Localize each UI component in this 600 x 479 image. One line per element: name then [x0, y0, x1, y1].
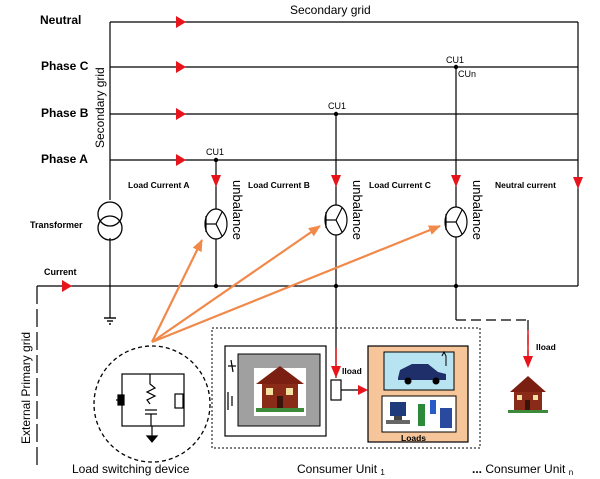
iload-n-label: Iload — [536, 342, 556, 352]
load-switching-device-label: Load switching device — [72, 462, 190, 476]
secondary-grid-label: Secondary grid — [290, 3, 371, 17]
current-label: Current — [44, 267, 77, 277]
house-icon — [254, 366, 306, 416]
phase-b-label: Phase B — [41, 106, 89, 120]
red-arrows — [62, 16, 186, 292]
iload-1-label: Iload — [342, 366, 362, 376]
unbalance-a-label: unbalance — [230, 180, 245, 240]
load-switching-device — [93, 345, 211, 463]
cu1-phase-a-label: CU1 — [206, 147, 224, 157]
switch-a — [204, 208, 228, 240]
external-primary-grid-label: External Primary grid — [19, 332, 33, 444]
cu1-phase-c-label: CU1 — [446, 55, 464, 65]
secondary-grid-vertical-label: Secondary grid — [93, 67, 107, 148]
ground-symbol — [104, 317, 116, 325]
unbalance-c-label: unbalance — [470, 180, 485, 240]
cu1-phase-b-label: CU1 — [328, 101, 346, 111]
load-current-c-label: Load Current C — [369, 180, 431, 190]
transformer-label: Transformer — [30, 220, 83, 230]
switch-c — [444, 206, 468, 238]
load-current-arrows — [211, 175, 583, 378]
junction-dots — [213, 64, 459, 289]
consumer-unit-1-label: Consumer Unit 1 — [297, 462, 385, 477]
transformer-symbol — [97, 201, 123, 241]
switch-b — [324, 204, 348, 236]
house-icon-n — [508, 376, 548, 413]
bus-lines — [36, 21, 579, 466]
cun-phase-c-label: CUn — [458, 69, 476, 79]
consumer-unit-n-subscript: n — [569, 468, 573, 477]
loads-box — [367, 345, 469, 443]
neutral-current-label: Neutral current — [495, 180, 556, 190]
loads-label: Loads — [401, 433, 426, 443]
switch-symbols — [204, 204, 468, 240]
load-current-b-label: Load Current B — [248, 180, 310, 190]
consumer-unit-1-subscript: 1 — [380, 468, 385, 477]
load-connection — [330, 379, 360, 401]
phase-c-label: Phase C — [41, 59, 89, 73]
loads-arrow — [358, 385, 368, 395]
neutral-label: Neutral — [40, 13, 81, 27]
consumer-unit-n-label: ... Consumer Unit n — [472, 462, 573, 477]
phase-a-label: Phase A — [41, 152, 88, 166]
orange-arrows — [151, 224, 441, 344]
load-current-a-label: Load Current A — [128, 180, 190, 190]
consumer-unit-1-box — [211, 327, 481, 449]
unbalance-b-label: unbalance — [350, 180, 365, 240]
